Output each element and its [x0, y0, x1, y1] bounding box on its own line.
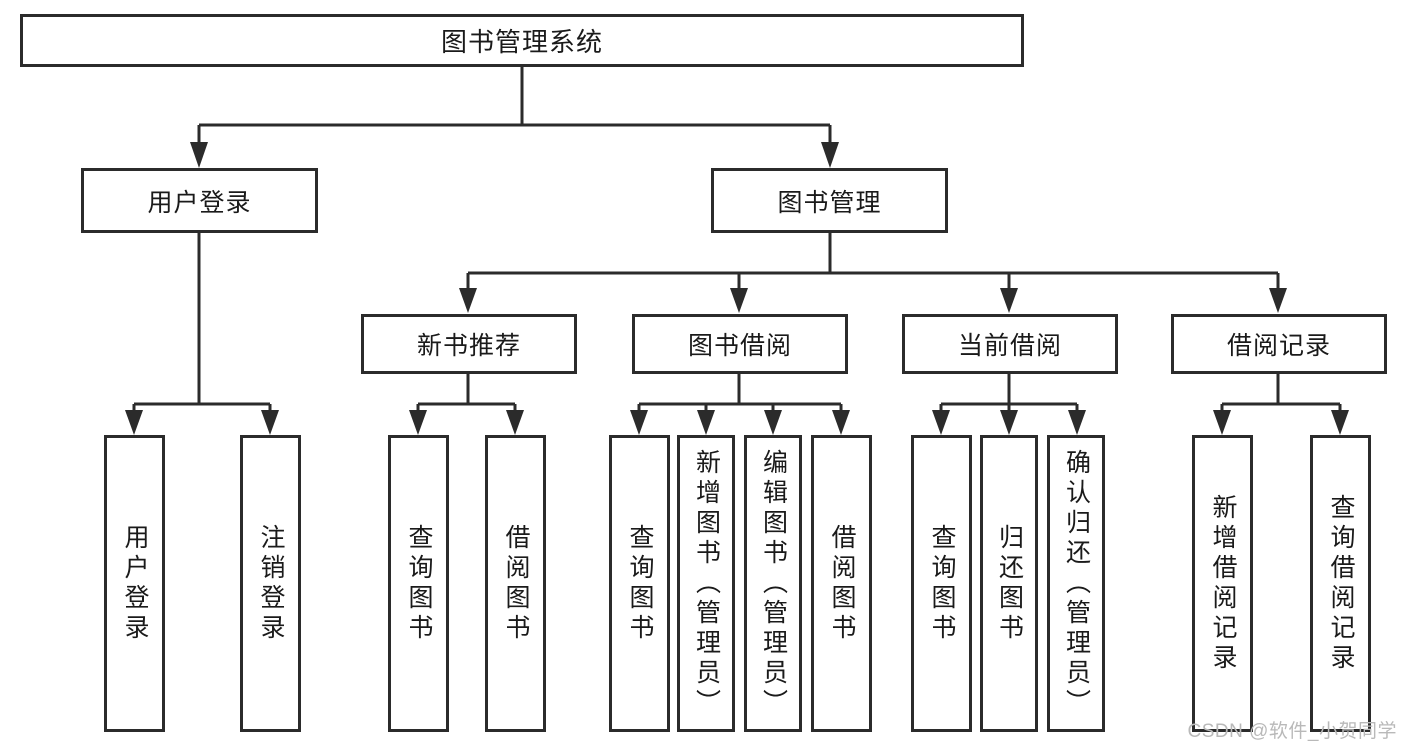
- arrow-bookborrow-leaf1-icon: [630, 410, 648, 435]
- leaf-user-login-login-wrap: 用户登录: [107, 438, 162, 729]
- leaf-book-borrow-add-wrap: 新增图书（管理员）: [680, 438, 732, 729]
- leaf-current-borrow-confirm[interactable]: 确认归还（管理员）: [1047, 435, 1105, 732]
- arrow-borrowrecord-leaf1-icon: [1213, 410, 1231, 435]
- leaf-book-borrow-query-label: 查询图书: [626, 523, 654, 644]
- arrow-to-current-borrow-icon: [1000, 288, 1018, 313]
- leaf-current-borrow-query-label: 查询图书: [928, 523, 956, 644]
- leaf-current-borrow-confirm-wrap: 确认归还（管理员）: [1050, 438, 1102, 729]
- arrow-bookborrow-leaf4-icon: [832, 410, 850, 435]
- leaf-current-borrow-return-label: 归还图书: [995, 523, 1024, 644]
- node-book-management-label: 图书管理: [777, 188, 882, 217]
- arrow-currentborrow-leaf1-icon: [932, 410, 950, 435]
- arrow-to-borrow-record-icon: [1269, 288, 1287, 313]
- arrow-bookborrow-leaf2-icon: [697, 410, 715, 435]
- leaf-borrow-record-query-wrap: 查询借阅记录: [1313, 438, 1368, 729]
- leaf-book-borrow-add[interactable]: 新增图书（管理员）: [677, 435, 735, 732]
- arrow-to-book-borrow-icon: [730, 288, 748, 313]
- arrow-to-user-login-icon: [190, 142, 208, 168]
- leaf-user-login-logout-label: 注销登录: [257, 523, 285, 644]
- node-book-management[interactable]: 图书管理: [711, 168, 948, 233]
- leaf-new-book-query-label: 查询图书: [405, 523, 433, 644]
- leaf-new-book-query-wrap: 查询图书: [391, 438, 446, 729]
- leaf-borrow-record-add[interactable]: 新增借阅记录: [1192, 435, 1253, 732]
- arrow-userlogin-leaf1-icon: [125, 410, 143, 435]
- leaf-book-borrow-edit[interactable]: 编辑图书（管理员）: [744, 435, 802, 732]
- node-root-system[interactable]: 图书管理系统: [20, 14, 1024, 67]
- leaf-new-book-borrow-wrap: 借阅图书: [488, 438, 543, 729]
- arrow-to-new-book-icon: [459, 288, 477, 313]
- leaf-current-borrow-query[interactable]: 查询图书: [911, 435, 972, 732]
- leaf-borrow-record-add-wrap: 新增借阅记录: [1195, 438, 1250, 729]
- node-borrow-record[interactable]: 借阅记录: [1171, 314, 1387, 374]
- leaf-book-borrow-borrow-label: 借阅图书: [828, 523, 856, 644]
- leaf-current-borrow-query-wrap: 查询图书: [914, 438, 969, 729]
- node-user-login[interactable]: 用户登录: [81, 168, 318, 233]
- leaf-user-login-logout-wrap: 注销登录: [243, 438, 298, 729]
- leaf-current-borrow-return[interactable]: 归还图书: [980, 435, 1038, 732]
- leaf-new-book-query[interactable]: 查询图书: [388, 435, 449, 732]
- leaf-user-login-login-label: 用户登录: [121, 523, 149, 644]
- leaf-borrow-record-add-label: 新增借阅记录: [1209, 493, 1237, 674]
- node-borrow-record-label: 借阅记录: [1226, 332, 1331, 360]
- node-user-login-label: 用户登录: [147, 188, 252, 217]
- arrow-currentborrow-leaf2-icon: [1000, 410, 1018, 435]
- leaf-borrow-record-query[interactable]: 查询借阅记录: [1310, 435, 1371, 732]
- leaf-borrow-record-query-label: 查询借阅记录: [1327, 493, 1355, 674]
- node-current-borrow-label: 当前借阅: [957, 332, 1062, 360]
- node-new-book-recommend-label: 新书推荐: [416, 332, 521, 360]
- node-book-borrow[interactable]: 图书借阅: [632, 314, 848, 374]
- leaf-current-borrow-confirm-label: 确认归还（管理员）: [1062, 448, 1091, 719]
- arrow-borrowrecord-leaf2-icon: [1331, 410, 1349, 435]
- arrow-newbook-leaf1-icon: [409, 410, 427, 435]
- arrow-bookborrow-leaf3-icon: [764, 410, 782, 435]
- leaf-book-borrow-query-wrap: 查询图书: [612, 438, 667, 729]
- leaf-book-borrow-borrow-wrap: 借阅图书: [814, 438, 869, 729]
- leaf-book-borrow-query[interactable]: 查询图书: [609, 435, 670, 732]
- node-current-borrow[interactable]: 当前借阅: [902, 314, 1118, 374]
- leaf-new-book-borrow[interactable]: 借阅图书: [485, 435, 546, 732]
- leaf-new-book-borrow-label: 借阅图书: [502, 523, 530, 644]
- leaf-user-login-login[interactable]: 用户登录: [104, 435, 165, 732]
- node-new-book-recommend[interactable]: 新书推荐: [361, 314, 577, 374]
- leaf-book-borrow-borrow[interactable]: 借阅图书: [811, 435, 872, 732]
- arrow-newbook-leaf2-icon: [506, 410, 524, 435]
- node-book-borrow-label: 图书借阅: [687, 332, 792, 360]
- leaf-book-borrow-edit-label: 编辑图书（管理员）: [759, 448, 788, 719]
- leaf-user-login-logout[interactable]: 注销登录: [240, 435, 301, 732]
- leaf-book-borrow-add-label: 新增图书（管理员）: [692, 448, 721, 719]
- leaf-book-borrow-edit-wrap: 编辑图书（管理员）: [747, 438, 799, 729]
- leaf-current-borrow-return-wrap: 归还图书: [983, 438, 1035, 729]
- arrow-currentborrow-leaf3-icon: [1068, 410, 1086, 435]
- node-root-system-label: 图书管理系统: [440, 27, 603, 57]
- arrow-userlogin-leaf2-icon: [261, 410, 279, 435]
- arrow-to-book-mgmt-icon: [821, 142, 839, 168]
